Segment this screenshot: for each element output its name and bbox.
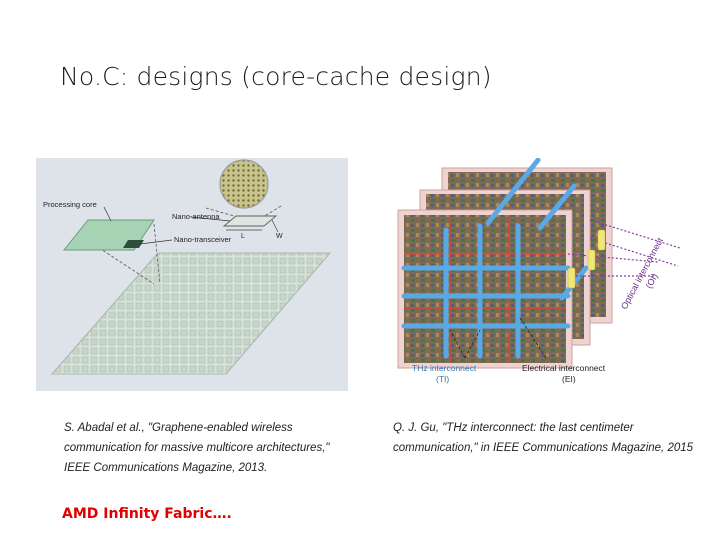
left-figure-caption: S. Abadal et al., "Graphene-enabled wire…: [64, 422, 330, 474]
electrical-interconnect-label: Electrical interconnect: [522, 363, 606, 373]
processing-core-label: Processing core: [43, 200, 97, 209]
processing-core-chip: [62, 219, 155, 251]
antenna-width-label: W: [276, 233, 283, 240]
optical-couplers: [567, 229, 606, 289]
amd-infinity-fabric-link[interactable]: AMD Infinity Fabric….: [62, 506, 232, 522]
graphene-noc-illustration: Processing core Nano-antenna L W Nano-tr…: [43, 159, 332, 375]
optical-interconnect-label: Optical interconnect: [619, 236, 665, 311]
thz-interconnect-label: THz interconnect: [412, 363, 477, 373]
annotation-arrows: [449, 317, 547, 359]
thz-interconnect-abbr: (TI): [436, 374, 449, 384]
nano-antenna-plate: [222, 215, 279, 233]
electrical-interconnect-abbr: (EI): [562, 374, 576, 384]
electrical-mesh-lines: [404, 215, 566, 363]
label-leader-lines: [103, 206, 231, 245]
thz-interconnect-illustration: THz interconnect (TI) Electrical interco…: [397, 157, 681, 384]
right-figure-caption: Q. J. Gu, "THz interconnect: the last ce…: [393, 422, 694, 454]
optical-interconnect-lines: [567, 219, 681, 277]
graphene-wireless-noc-figure: Processing core Nano-antenna L W Nano-tr…: [36, 158, 348, 391]
optical-interconnect-label-group: Optical interconnect (OI): [619, 236, 665, 311]
nano-antenna-label: Nano-antenna: [172, 212, 220, 221]
core-mesh-grid: [50, 252, 332, 375]
nano-transceiver-label: Nano-transceiver: [174, 235, 232, 244]
thz-interconnect-figure: THz interconnect (TI) Electrical interco…: [390, 157, 688, 388]
slide-title: No.C: designs (core-cache design): [60, 62, 492, 91]
antenna-length-label: L: [241, 233, 245, 240]
graphene-lattice-magnifier: [219, 159, 269, 209]
